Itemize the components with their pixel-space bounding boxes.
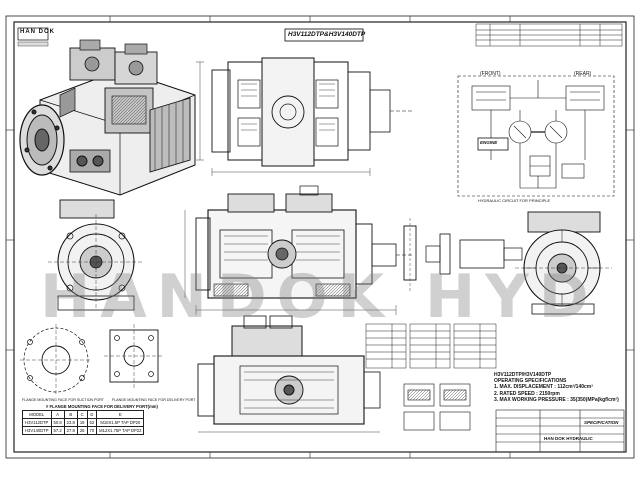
pump-bottom-view bbox=[197, 315, 381, 433]
hydraulic-circuit-diagram bbox=[457, 75, 615, 197]
logo-box bbox=[17, 27, 49, 41]
spec-heading: H3V112DTP/H3V140DTP bbox=[494, 372, 552, 378]
table-header-cell: D bbox=[86, 410, 98, 419]
table-cell: 23.8 bbox=[63, 418, 78, 427]
engine-label: ENGINE bbox=[480, 140, 498, 145]
table-cell: 25 bbox=[76, 426, 88, 435]
table-header-cell: B bbox=[63, 410, 78, 419]
circuit-caption: HYDRAULIC CIRCUIT FOR PRINCIPLE bbox=[478, 198, 551, 203]
table-cell: 50.8 bbox=[50, 418, 65, 427]
circuit-rear-label: (REAR) bbox=[574, 71, 592, 77]
table-cell: 19 bbox=[76, 418, 88, 427]
spec-item: 1. MAX. DISPLACEMENT : 112cm³/140cm³ bbox=[494, 384, 593, 391]
section-detail-views bbox=[403, 383, 471, 431]
pump-side-view bbox=[184, 185, 412, 315]
pump-isometric-view bbox=[19, 39, 196, 196]
revision-block bbox=[475, 23, 623, 47]
pump-top-view bbox=[196, 57, 412, 176]
flange-delivery-port-view bbox=[104, 324, 164, 388]
title-block-company: HAN DOK HYDRAULIC bbox=[544, 436, 593, 441]
drawing-title: H3V112DTP&H3V140DTP bbox=[288, 31, 366, 38]
table-header-cell: C bbox=[76, 410, 88, 419]
table-row: H3V112DTP 50.8 23.8 19 52 M10X1.5P TAP D… bbox=[22, 418, 145, 427]
flange-table-title: # FLANGE MOUNTING FACE FOR DELIVERY PORT… bbox=[46, 404, 158, 409]
table-cell: 52 bbox=[86, 418, 98, 427]
table-cell: H3V112DTP bbox=[22, 418, 52, 427]
operating-specifications: H3V112DTP/H3V140DTP OPERATING SPECIFICAT… bbox=[494, 372, 619, 403]
spec-item: 2. RATED SPEED : 2150rpm bbox=[494, 390, 560, 397]
flange-suction-caption: FLANGE MOUNTING FACE FOR SUCTION PORT bbox=[22, 398, 104, 402]
table-cell: 70 bbox=[86, 426, 98, 435]
table-cell: M10X1.5P TAP DP20 bbox=[96, 418, 145, 427]
table-row: H3V140DTP 57.2 27.8 25 70 M12X1.75P TAP … bbox=[22, 426, 145, 435]
circuit-front-label: (FRONT) bbox=[480, 71, 501, 77]
shaft-detail-views bbox=[403, 218, 523, 292]
drawing-title-box bbox=[284, 28, 364, 42]
table-header-cell: MODEL bbox=[22, 410, 52, 419]
drawing-border bbox=[13, 21, 627, 453]
drawing-frame bbox=[5, 15, 635, 459]
table-header-cell: A bbox=[50, 410, 65, 419]
title-block-sheet-label: SPECIFICATION bbox=[584, 420, 619, 425]
title-block bbox=[495, 409, 625, 453]
spec-subheading: OPERATING SPECIFICATIONS bbox=[494, 378, 567, 385]
spec-item: 3. MAX WORKING PRESSURE : 35(350)MPa(kgf… bbox=[494, 396, 619, 403]
spline-data-tables bbox=[365, 323, 497, 369]
table-cell: 27.8 bbox=[63, 426, 78, 435]
table-header-cell: E bbox=[96, 410, 145, 419]
flange-suction-port-view bbox=[20, 324, 92, 396]
table-cell: 57.2 bbox=[50, 426, 65, 435]
pump-front-view-left bbox=[48, 199, 144, 311]
pump-front-view-right bbox=[515, 211, 612, 315]
flange-dimension-table: MODEL A B C D E H3V112DTP 50.8 23.8 19 5… bbox=[22, 410, 145, 435]
watermark: HANDOK HYD bbox=[40, 262, 599, 332]
table-cell: M12X1.75P TAP DP22 bbox=[96, 426, 145, 435]
table-cell: H3V140DTP bbox=[22, 426, 52, 435]
table-header-row: MODEL A B C D E bbox=[22, 410, 145, 419]
company-logo: HAN DOK bbox=[20, 29, 55, 35]
flange-delivery-caption: FLANGE MOUNTING FACE FOR DELIVERY PORT bbox=[112, 398, 196, 402]
